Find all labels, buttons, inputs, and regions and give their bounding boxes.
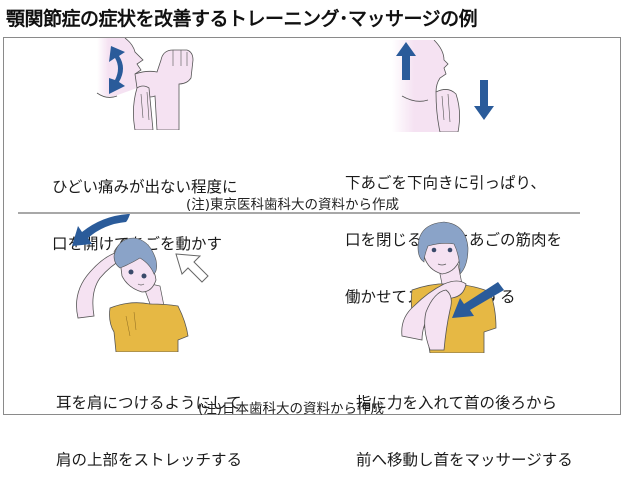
- caption-neck-massage: 指に力を入れて首の後ろから 前へ移動し首をマッサージする: [356, 356, 573, 489]
- section-divider: [18, 212, 580, 214]
- illustration-neck-stretch: [70, 212, 210, 352]
- outline-arrow-up-left-icon: [175, 253, 209, 283]
- page-title: 顎関節症の症状を改善するトレーニング･マッサージの例: [6, 8, 478, 30]
- illustration-pull-jaw-down: [392, 40, 512, 132]
- arrow-down-icon: [474, 80, 494, 120]
- curved-double-arrow-icon: [109, 46, 125, 94]
- caption-line: ひどい痛みが出ない程度に: [52, 178, 238, 196]
- arrow-down-left-icon: [452, 282, 504, 318]
- caption-line: 耳を肩につけるようにして: [56, 394, 242, 412]
- arrow-up-icon: [396, 42, 416, 80]
- caption-line: 指に力を入れて首の後ろから: [356, 394, 558, 412]
- caption-line: 下あごを下向きに引っぱり、: [345, 174, 546, 192]
- source-note-bottom: (注)日本歯科大の資料から作成: [198, 401, 385, 417]
- curved-arrow-left-icon: [72, 214, 130, 246]
- caption-line: 前へ移動し首をマッサージする: [356, 451, 573, 469]
- illustration-neck-massage: [400, 218, 510, 353]
- source-note-top: (注)東京医科歯科大の資料から作成: [186, 197, 400, 213]
- illustration-open-mouth: [95, 38, 205, 130]
- caption-line: 肩の上部をストレッチする: [56, 451, 243, 469]
- caption-neck-stretch: 耳を肩につけるようにして 肩の上部をストレッチする: [56, 356, 242, 489]
- illustration-frame: [3, 37, 621, 415]
